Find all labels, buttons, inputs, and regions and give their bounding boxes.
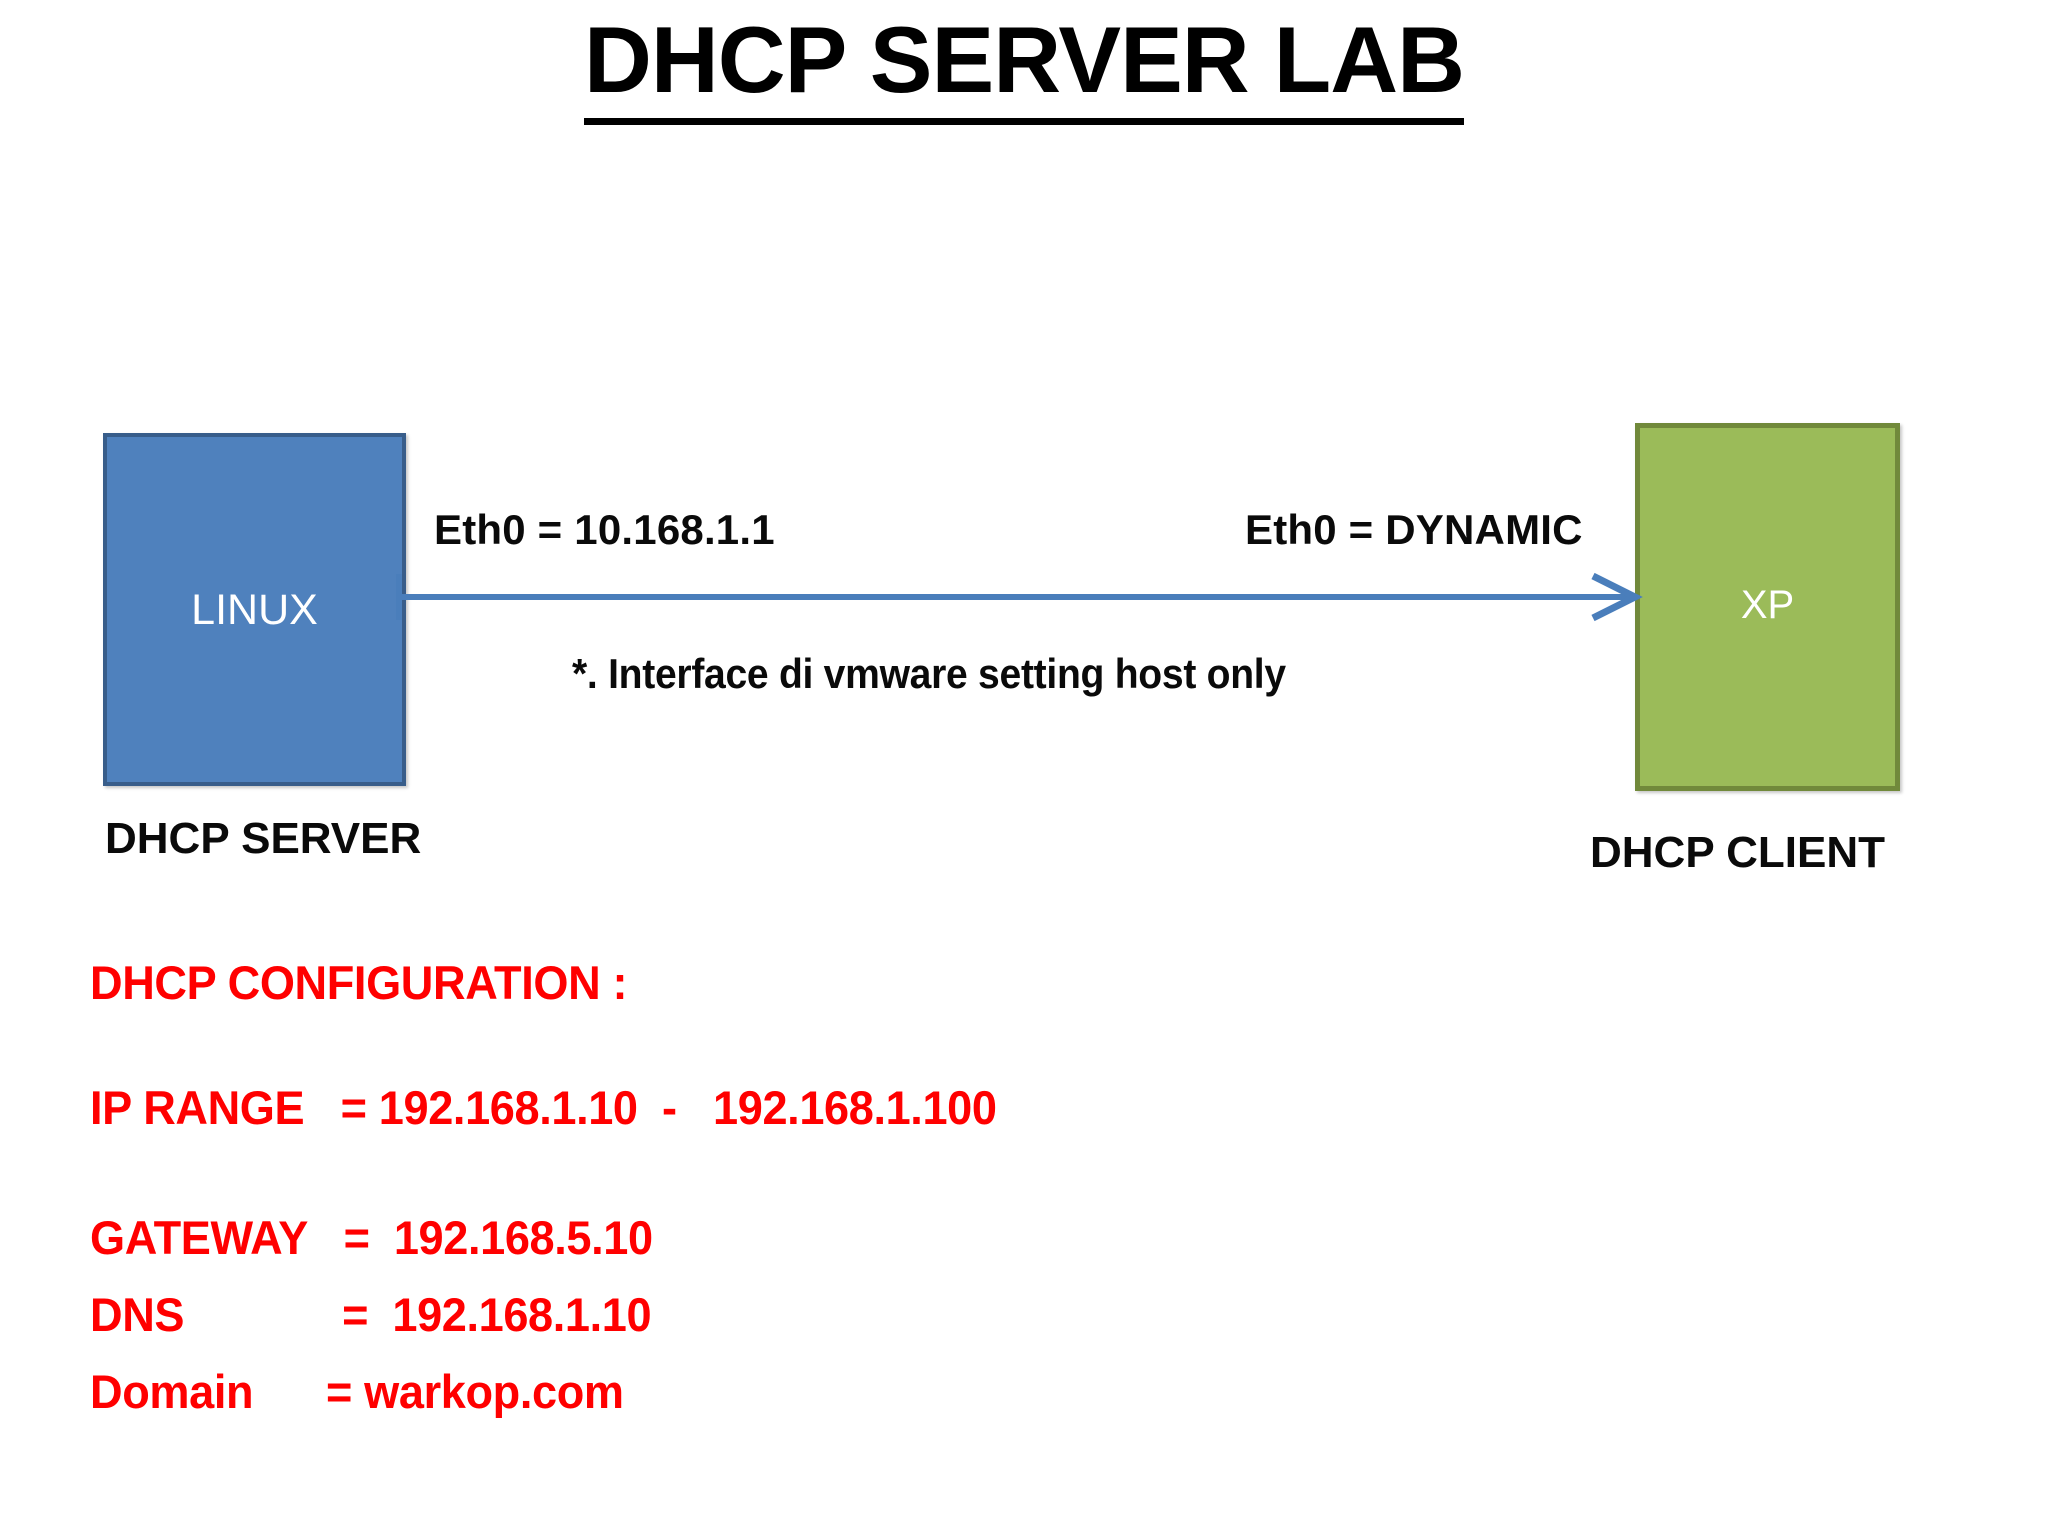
- config-line-dns: DNS = 192.168.1.10: [90, 1288, 652, 1341]
- page-title-text: DHCP SERVER LAB: [584, 7, 1465, 125]
- connector-arrow-icon: [396, 572, 1643, 622]
- note-vmware-interface: *. Interface di vmware setting host only: [572, 650, 1286, 697]
- node-dhcp-server[interactable]: LINUX: [103, 433, 406, 786]
- config-heading: DHCP CONFIGURATION :: [90, 956, 628, 1009]
- dhcp-configuration-block: DHCP CONFIGURATION : IP RANGE = 192.168.…: [90, 955, 1590, 1419]
- node-dhcp-client-label: XP: [1740, 582, 1795, 627]
- label-server-interface: Eth0 = 10.168.1.1: [434, 506, 775, 553]
- caption-dhcp-server: DHCP SERVER: [105, 814, 422, 863]
- label-client-interface: Eth0 = DYNAMIC: [1245, 506, 1583, 553]
- config-line-gateway: GATEWAY = 192.168.5.10: [90, 1211, 653, 1264]
- node-dhcp-client[interactable]: XP: [1635, 423, 1900, 791]
- caption-dhcp-client: DHCP CLIENT: [1590, 828, 1885, 877]
- config-line-domain: Domain = warkop.com: [90, 1365, 624, 1418]
- page-title: DHCP SERVER LAB: [0, 7, 2048, 125]
- node-dhcp-server-label: LINUX: [191, 586, 318, 634]
- connector-arrowhead-icon: [1591, 572, 1643, 622]
- config-line-ip-range: IP RANGE = 192.168.1.10 - 192.168.1.100: [90, 1081, 997, 1134]
